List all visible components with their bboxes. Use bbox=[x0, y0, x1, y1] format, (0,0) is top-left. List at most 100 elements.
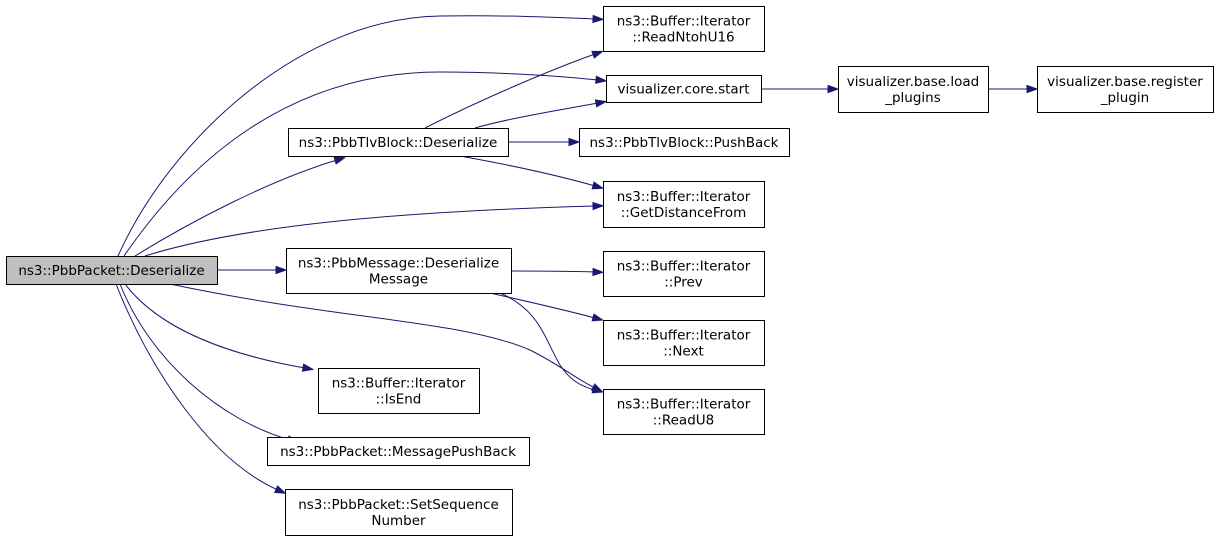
node-box bbox=[603, 6, 765, 52]
edge-root-to-msgpush bbox=[119, 283, 300, 444]
node-box bbox=[6, 256, 218, 285]
node-label-line: ::Prev bbox=[664, 275, 703, 291]
edge-arrowhead bbox=[592, 267, 605, 277]
edge-arrowhead bbox=[594, 99, 608, 108]
edge-root-to-vcstart bbox=[123, 71, 608, 257]
edge-arrowhead bbox=[592, 201, 605, 211]
node-label-line: ns3::PbbTlvBlock::Deserialize bbox=[299, 135, 498, 151]
edge-line bbox=[510, 270, 596, 273]
node-label-line: visualizer.base.load bbox=[847, 74, 979, 90]
node-label-line: ns3::Buffer::Iterator bbox=[332, 376, 466, 392]
edge-arrowhead bbox=[591, 313, 605, 322]
edge-arrowhead bbox=[301, 363, 315, 372]
edge-arrowhead bbox=[592, 14, 605, 24]
node-label-line: visualizer.core.start bbox=[617, 82, 749, 98]
edge-msgdes-to-readu8 bbox=[499, 292, 605, 394]
node-tlvdes[interactable]: ns3::PbbTlvBlock::Deserialize bbox=[288, 128, 509, 157]
edge-root-to-msgdes bbox=[217, 265, 288, 275]
node-box bbox=[286, 248, 512, 294]
edge-arrowhead bbox=[274, 485, 287, 494]
node-box bbox=[603, 251, 765, 297]
node-label-line: ns3::Buffer::Iterator bbox=[617, 14, 751, 30]
node-box bbox=[838, 66, 989, 113]
edge-root-to-getdist bbox=[144, 201, 605, 257]
nodes-layer: ns3::PbbPacket::Deserializens3::Buffer::… bbox=[6, 6, 1214, 536]
edge-root-to-tlvdes bbox=[134, 156, 347, 257]
edges-layer bbox=[115, 14, 1039, 494]
edge-line bbox=[459, 155, 596, 187]
edge-vcstart-to-vbload bbox=[761, 84, 840, 94]
node-prev[interactable]: ns3::Buffer::Iterator::Prev bbox=[603, 251, 765, 297]
node-box bbox=[606, 75, 762, 103]
node-label-line: Number bbox=[371, 513, 426, 529]
edge-arrowhead bbox=[275, 265, 288, 275]
edge-line bbox=[124, 283, 306, 369]
edge-root-to-isend bbox=[124, 283, 315, 372]
node-vbreg[interactable]: visualizer.base.register_plugin bbox=[1037, 66, 1214, 113]
node-label-line: ns3::PbbPacket::Deserialize bbox=[18, 263, 204, 279]
edge-arrowhead bbox=[1026, 84, 1039, 94]
edge-arrowhead bbox=[595, 75, 608, 84]
node-box bbox=[1037, 66, 1214, 113]
node-box bbox=[288, 128, 509, 157]
node-vcstart[interactable]: visualizer.core.start bbox=[606, 75, 762, 103]
node-isend[interactable]: ns3::Buffer::Iterator::IsEnd bbox=[318, 368, 480, 414]
edge-arrowhead bbox=[591, 385, 605, 394]
node-root[interactable]: ns3::PbbPacket::Deserialize bbox=[6, 256, 218, 285]
node-box bbox=[579, 128, 790, 157]
edge-arrowhead bbox=[568, 137, 581, 147]
edge-msgdes-to-next bbox=[489, 292, 605, 322]
node-label-line: ::IsEnd bbox=[376, 392, 422, 408]
node-label-line: ns3::PbbPacket::SetSequence bbox=[298, 497, 499, 513]
node-box bbox=[603, 181, 765, 228]
node-label-line: _plugins bbox=[884, 90, 941, 106]
edge-root-to-readntoh bbox=[117, 14, 605, 257]
node-msgpush[interactable]: ns3::PbbPacket::MessagePushBack bbox=[267, 437, 530, 466]
node-getdist[interactable]: ns3::Buffer::Iterator::GetDistanceFrom bbox=[603, 181, 765, 228]
edge-line bbox=[123, 71, 599, 257]
node-next[interactable]: ns3::Buffer::Iterator::Next bbox=[603, 320, 765, 366]
edge-tlvdes-to-vcstart bbox=[474, 99, 608, 129]
node-label-line: ns3::Buffer::Iterator bbox=[617, 189, 751, 205]
edge-tlvdes-to-tlvpush bbox=[508, 137, 581, 147]
node-readu8[interactable]: ns3::Buffer::Iterator::ReadU8 bbox=[603, 389, 765, 435]
node-label-line: ::ReadU8 bbox=[653, 413, 715, 429]
node-box bbox=[285, 489, 513, 536]
node-tlvpush[interactable]: ns3::PbbTlvBlock::PushBack bbox=[579, 128, 790, 157]
edge-line bbox=[134, 159, 338, 257]
edge-line bbox=[499, 292, 596, 391]
edge-line bbox=[115, 283, 279, 491]
edge-line bbox=[117, 15, 596, 257]
edge-line bbox=[144, 205, 596, 257]
edge-line bbox=[474, 102, 599, 129]
edge-arrowhead bbox=[333, 156, 347, 165]
node-label-line: ::Next bbox=[663, 344, 704, 360]
node-box bbox=[603, 389, 765, 435]
node-box bbox=[318, 368, 480, 414]
edge-line bbox=[119, 283, 291, 441]
edge-line bbox=[489, 292, 596, 319]
edge-tlvdes-to-readntoh bbox=[424, 50, 604, 129]
edge-root-to-setseq bbox=[115, 283, 287, 494]
node-label-line: visualizer.base.register bbox=[1047, 74, 1203, 90]
node-label-line: Message bbox=[369, 272, 428, 288]
edge-arrowhead bbox=[827, 84, 840, 94]
edge-line bbox=[424, 53, 596, 129]
node-label-line: ::GetDistanceFrom bbox=[621, 205, 747, 221]
edge-arrowhead bbox=[591, 50, 604, 59]
node-label-line: ns3::PbbPacket::MessagePushBack bbox=[280, 444, 516, 460]
node-label-line: ns3::PbbMessage::Deserialize bbox=[298, 256, 499, 272]
node-label-line: ::ReadNtohU16 bbox=[632, 30, 734, 46]
node-label-line: ns3::Buffer::Iterator bbox=[617, 328, 751, 344]
edge-msgdes-to-prev bbox=[510, 267, 605, 277]
node-readntoh[interactable]: ns3::Buffer::Iterator::ReadNtohU16 bbox=[603, 6, 765, 52]
node-vbload[interactable]: visualizer.base.load_plugins bbox=[838, 66, 989, 113]
edge-vbload-to-vbreg bbox=[988, 84, 1039, 94]
node-box bbox=[267, 437, 530, 466]
node-label-line: ns3::PbbTlvBlock::PushBack bbox=[590, 135, 779, 151]
node-label-line: _plugin bbox=[1100, 90, 1150, 106]
